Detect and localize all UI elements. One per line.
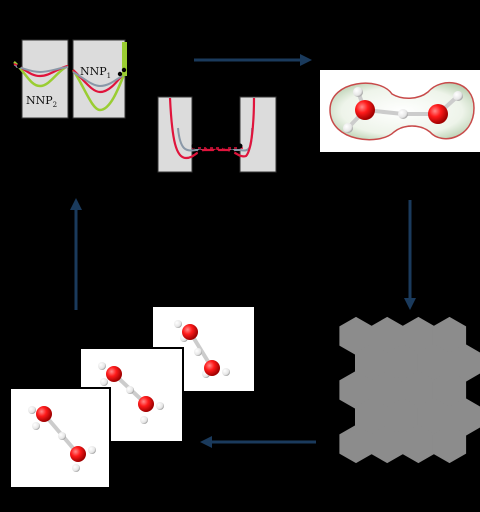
well-sample-dot [191,143,197,149]
mesh-cell [370,424,404,464]
well-sample-dot [221,143,227,149]
well-panel-left [157,96,193,173]
nnp-panels: NNP1 NNP2 [11,39,127,119]
snapshot-card-front [9,387,111,489]
nnp-curve-red-right [72,69,126,94]
hydrogen-atom [353,87,363,97]
nnp-green-bar [122,42,127,76]
hydrogen-atom [343,123,353,133]
cycle-arrows [70,54,416,448]
nnp-sample-dot [11,65,17,71]
hydrogen-atom [453,91,463,101]
snapshot-stack [9,305,256,489]
nnp-1-label: NNP1 [80,65,111,80]
mesh-cell [401,424,435,464]
well-sample-dot [205,143,211,149]
oxygen-atom [428,104,448,124]
double-well-panel [157,96,277,173]
mesh-cell [432,424,467,464]
nnp-curve-gray-left [13,65,69,74]
well-sample-dot [197,149,203,155]
nnp-sample-dot [16,63,22,69]
well-sample-dot [213,149,219,155]
well-panel-right [239,96,277,173]
nnp-curve-green-right [71,69,127,112]
hydrogen-atom [398,109,408,119]
oxygen-atom [355,100,375,120]
nnp-curve-gray-right [72,71,126,88]
well-curve-red [168,97,256,160]
nnp-sample-dot [121,67,127,73]
hexagonal-mesh-icon [339,316,480,464]
nnp-2-label: NNP2 [26,94,57,109]
nnp-sample-dot [117,71,123,77]
density-molecule [320,70,480,152]
well-sample-dot [237,143,243,149]
nnp-curve-green-left [13,61,69,88]
mesh-cell [339,424,373,464]
well-sample-dot [229,149,235,155]
